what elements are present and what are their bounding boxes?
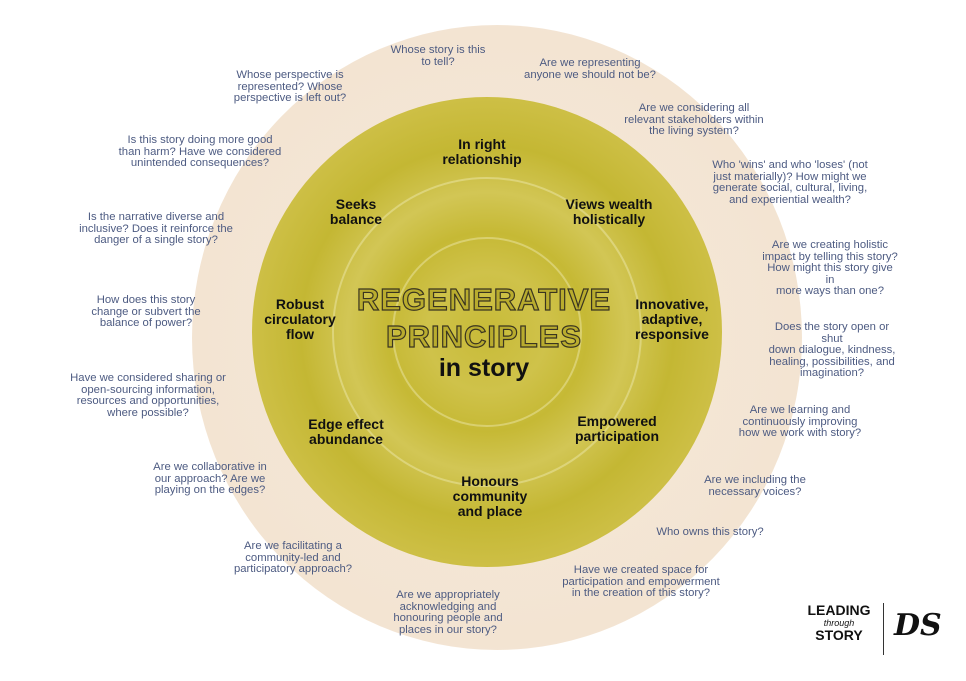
question: Are we representing anyone we should not… — [524, 57, 656, 81]
question: Are we including the necessary voices? — [704, 474, 806, 498]
question: Does the story open or shut down dialogu… — [768, 321, 896, 380]
question: Who owns this story? — [656, 526, 764, 538]
leading-through-story-logo: LEADING through STORY — [804, 603, 874, 643]
principle-honours-community: Honours community and place — [452, 473, 528, 519]
question: How does this story change or subvert th… — [91, 294, 201, 330]
principle-innovative: Innovative, adaptive, responsive — [635, 296, 709, 342]
principle-views-wealth: Views wealth holistically — [565, 196, 653, 227]
principle-circulatory-flow: Robust circulatory flow — [264, 296, 336, 342]
question: Is the narrative diverse and inclusive? … — [79, 211, 233, 247]
question: Are we considering all relevant stakehol… — [624, 102, 764, 138]
question: Is this story doing more good than harm?… — [118, 134, 282, 170]
title-line-1: REGENERATIVE — [356, 281, 612, 317]
logo-divider — [883, 603, 884, 655]
ring-decoration — [332, 177, 642, 487]
question: Are we appropriately acknowledging and h… — [393, 589, 503, 636]
question: Are we collaborative in our approach? Ar… — [153, 461, 267, 497]
logo-text-through: through — [823, 618, 855, 628]
logo-text-leading: LEADING — [807, 602, 871, 618]
principle-empowered-participation: Empowered participation — [574, 413, 660, 444]
question: Have we considered sharing or open-sourc… — [70, 372, 226, 419]
question: Are we creating holistic impact by telli… — [762, 239, 898, 298]
ds-logo: DS — [894, 608, 942, 643]
question: Who 'wins' and who 'loses' (not just mat… — [712, 159, 868, 206]
principle-right-relationship: In right relationship — [442, 136, 522, 167]
question: Have we created space for participation … — [562, 564, 720, 600]
logo-text-story: STORY — [815, 627, 863, 643]
principle-seeks-balance: Seeks balance — [329, 196, 383, 227]
question: Whose story is this to tell? — [390, 44, 486, 68]
title-line-2: PRINCIPLES — [385, 318, 583, 354]
title-subtitle: in story — [438, 354, 530, 382]
question: Whose perspective is represented? Whose … — [233, 69, 347, 105]
question: Are we learning and continuously improvi… — [738, 404, 862, 440]
question: Are we facilitating a community-led and … — [233, 540, 353, 576]
ring-decoration — [392, 237, 582, 427]
principle-edge-effect: Edge effect abundance — [308, 416, 384, 447]
